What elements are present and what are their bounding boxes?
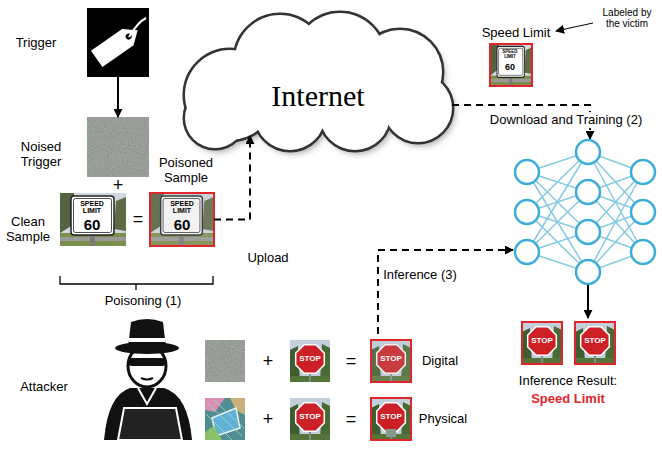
text-label: Download and Training (2) [487,112,645,128]
connector [214,136,250,220]
victim-picture [490,44,532,86]
text-label: 60 [84,217,101,233]
connector [117,77,119,117]
text-label: STOP [380,355,402,363]
text-label: Poisoning (1) [105,294,182,308]
text-label: = [346,352,357,371]
trigger-picture [87,8,149,77]
text-label: SPEED LIMIT [500,50,520,59]
text-label: Inference (3) [383,268,457,282]
text-label: = [133,210,144,229]
node-label: Inference Result: [519,374,617,389]
text-label: = [346,410,357,429]
inference-result-pictures [522,322,615,364]
output-arrow [587,285,589,318]
text-label: + [263,352,274,371]
text-label: STOP [380,413,402,421]
node-label: Trigger [16,36,57,51]
attacker-figure: Attacker [100,318,195,440]
internet-cloud: Internet [170,15,452,150]
poisoning-bracket [60,276,213,290]
clean-sample-picture [60,193,126,246]
text-label: Labeled by the victim [596,8,658,29]
text-label: SPEED LIMIT [76,200,108,215]
text-label: STOP [299,355,321,363]
noised-trigger-image: Noised Trigger [87,117,149,177]
poisoned-sample-picture [150,193,214,246]
physical-attack-row [205,398,411,440]
node-label: Poisoned Sample [150,156,222,186]
text-label: STOP [531,337,553,345]
text-label: SPEED LIMIT [166,200,198,215]
leader-line [556,23,593,31]
inference-arrow [378,250,513,334]
noised-trigger-picture [87,117,149,177]
text-label: Physical [419,412,467,426]
neural-network [515,140,655,284]
text-label: 60 [505,63,515,72]
digital-attack-row [205,340,411,382]
attacker-figure-picture [104,319,192,440]
text-label: + [113,176,124,195]
text-label: STOP [584,337,606,345]
node-label: Clean Sample [2,215,54,245]
text-label: Digital [422,354,458,368]
node-label: Speed Limit [482,26,551,41]
node-label: Internet [271,79,364,114]
node-label: Noised Trigger [10,140,72,170]
text-label: STOP [299,413,321,421]
node-sublabel: Speed Limit [531,392,605,407]
text-label: 60 [174,217,191,233]
internet-cloud-shape [185,13,455,154]
text-label: + [263,410,274,429]
trigger-image: Trigger [87,8,149,77]
node-label: Attacker [20,380,68,395]
edge-label: Upload [245,250,290,266]
